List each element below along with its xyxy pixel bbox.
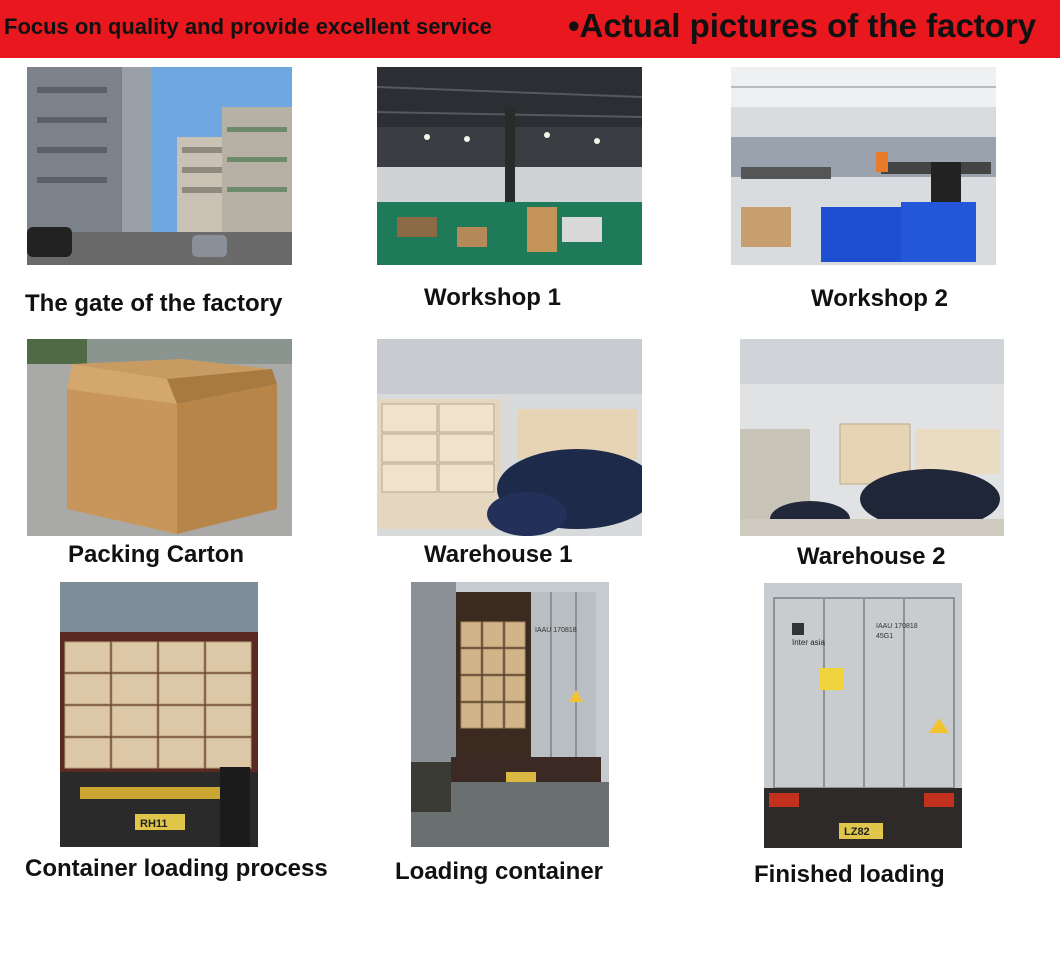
banner-title: •Actual pictures of the factory bbox=[568, 7, 1037, 44]
caption-warehouse-1: Warehouse 1 bbox=[424, 541, 573, 568]
banner-slogan: Focus on quality and provide excellent s… bbox=[4, 14, 492, 39]
caption-workshop-1: Workshop 1 bbox=[424, 284, 561, 311]
caption-factory-gate: The gate of the factory bbox=[25, 290, 283, 317]
photo-packing-carton bbox=[27, 339, 292, 536]
photo-container-loading-process: RH11 bbox=[60, 582, 258, 847]
caption-finished-loading: Finished loading bbox=[754, 861, 945, 888]
photo-workshop-2 bbox=[731, 67, 996, 265]
caption-workshop-2: Workshop 2 bbox=[811, 285, 948, 312]
caption-loading-container: Loading container bbox=[395, 858, 604, 885]
photo-warehouse-2 bbox=[740, 339, 1004, 536]
brand-text: Inter asia bbox=[792, 638, 825, 647]
plate-text-2: LZ82 bbox=[844, 826, 870, 838]
plate-text: RH11 bbox=[140, 818, 168, 830]
container-code-text: 45G1 bbox=[876, 633, 893, 640]
container-id-text: IAAU 170818 bbox=[535, 627, 577, 634]
caption-warehouse-2: Warehouse 2 bbox=[797, 543, 946, 570]
photo-loading-container: IAAU 170818 bbox=[411, 582, 609, 847]
caption-container-loading-process: Container loading process bbox=[25, 855, 328, 882]
header-banner: Focus on quality and provide excellent s… bbox=[0, 0, 1060, 58]
caption-packing-carton: Packing Carton bbox=[68, 541, 245, 568]
photo-workshop-1 bbox=[377, 67, 642, 265]
photo-factory-gate bbox=[27, 67, 292, 265]
photo-warehouse-1 bbox=[377, 339, 642, 536]
photo-finished-loading: Inter asia IAAU 170818 45G1 LZ82 bbox=[764, 583, 962, 848]
container-id-text-2: IAAU 170818 bbox=[876, 623, 918, 630]
